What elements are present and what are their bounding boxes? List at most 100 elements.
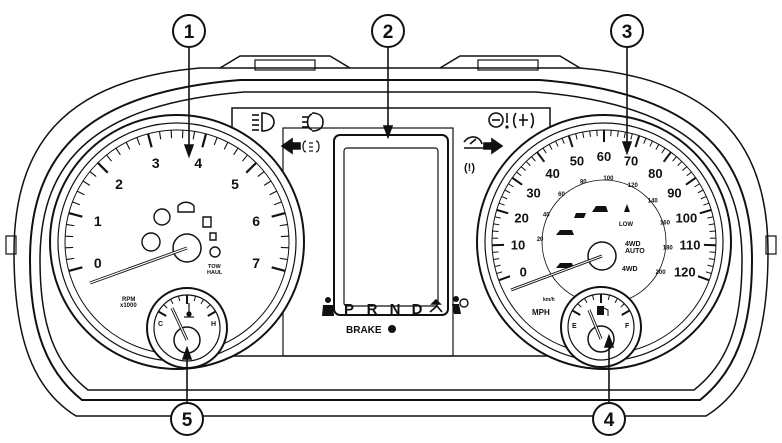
speedometer-minor-tick	[496, 271, 503, 274]
speedometer-mph-label: 90	[667, 186, 681, 201]
speedometer-major-tick	[662, 151, 672, 163]
4wd-auto-label-2: AUTO	[625, 248, 645, 255]
temperature-ticks	[157, 295, 217, 317]
temperature-tick	[177, 295, 181, 302]
tachometer-major-tick	[271, 266, 286, 273]
speedometer-ticks	[492, 130, 716, 282]
tachometer-major-tick	[68, 266, 83, 273]
tachometer-minor-tick	[66, 257, 75, 261]
temperature-tick	[206, 304, 211, 309]
speedometer-kmh-label: 140	[648, 198, 659, 204]
speedometer-minor-tick	[504, 189, 511, 194]
traction-control-icon	[141, 232, 161, 252]
speedometer-minor-tick	[623, 131, 626, 139]
speedometer-minor-tick	[707, 216, 714, 219]
speedometer-minor-tick	[661, 147, 666, 154]
speedometer-minor-tick	[582, 131, 585, 139]
speedometer-minor-tick	[493, 223, 500, 226]
speedometer-major-tick	[496, 208, 509, 215]
4wd-auto-label-1: 4WD	[625, 241, 641, 248]
speedometer-minor-tick	[694, 183, 700, 188]
speedometer-minor-tick	[703, 202, 710, 206]
tachometer-major-tick	[97, 162, 109, 174]
fuel-tick	[577, 303, 582, 308]
wrench-icon	[209, 232, 217, 241]
temp-hot-label: H	[211, 321, 216, 328]
speedometer-minor-tick	[494, 264, 501, 268]
speedometer-major-tick	[511, 176, 523, 186]
speedometer-minor-tick	[708, 258, 715, 261]
4wd-label: 4WD	[622, 266, 638, 273]
temperature-tick	[207, 310, 217, 317]
mph-unit-label: MPH	[532, 308, 550, 317]
speedometer-minor-tick	[677, 161, 683, 167]
speedometer-kmh-label: 180	[663, 246, 674, 252]
tachometer-label: 5	[231, 176, 239, 192]
tachometer-icons	[141, 201, 221, 258]
2wd-truck-icon	[556, 230, 574, 235]
speedometer-minor-tick	[686, 171, 692, 177]
speedometer-kmh-label: 80	[580, 179, 587, 185]
speedometer-mph-label: 110	[679, 238, 700, 253]
temperature-tick	[157, 310, 167, 317]
fuel-tick	[620, 303, 625, 308]
fuel-ticks	[571, 294, 631, 316]
speedometer-mph-label: 50	[570, 153, 584, 168]
tachometer-label: 1	[94, 213, 102, 229]
tachometer-major-tick	[68, 211, 83, 218]
fuel-tick	[614, 298, 618, 304]
door-ajar-icon	[202, 216, 212, 228]
tachometer-label: 4	[194, 155, 202, 171]
tachometer-minor-tick	[273, 201, 282, 206]
brake-label: BRAKE	[346, 325, 382, 336]
tachometer-minor-tick	[115, 147, 121, 156]
speedometer-minor-tick	[501, 195, 508, 200]
tachometer-label: 6	[252, 213, 260, 229]
speedometer-major-tick	[498, 275, 511, 282]
callout-number: 3	[622, 22, 633, 43]
speedometer-minor-tick	[548, 144, 553, 150]
speedometer-minor-tick	[494, 216, 501, 219]
traction-icon	[429, 298, 443, 313]
4wd-high-truck-icon	[592, 206, 608, 212]
speedometer-minor-tick	[655, 144, 660, 150]
tachometer-minor-tick	[89, 171, 97, 177]
fuel-pump-icon	[597, 306, 609, 316]
info-display	[333, 134, 449, 316]
speedometer-minor-tick	[508, 183, 514, 188]
temperature-tick	[200, 299, 204, 305]
speedometer-mph-label: 40	[545, 166, 559, 181]
right-turn-arrow-icon	[483, 137, 504, 155]
left-turn-arrow-icon	[280, 137, 301, 155]
speedometer-mph-label: 10	[511, 238, 525, 253]
rpm-multiplier-label: x1000	[120, 303, 137, 309]
gear-d: D	[412, 301, 423, 318]
speedometer-major-tick	[567, 135, 574, 148]
fuel-full-label: F	[625, 323, 630, 330]
speedometer-minor-tick	[575, 133, 578, 140]
speedometer-minor-tick	[531, 156, 536, 162]
coolant-temp-icon	[184, 303, 194, 318]
brake-lamp-icon	[388, 325, 396, 333]
temperature-tick	[163, 304, 168, 309]
speedometer-minor-tick	[589, 130, 591, 137]
fuel-tick	[591, 294, 595, 301]
speedometer-minor-tick	[700, 195, 707, 200]
tachometer-minor-tick	[257, 171, 265, 177]
speedometer-major-tick	[697, 275, 710, 282]
speedometer-kmh-label: 120	[628, 183, 639, 189]
speedometer-major-tick	[685, 176, 697, 186]
tachometer-label: 3	[152, 155, 160, 171]
gear-p: P	[344, 301, 354, 318]
speedometer-minor-tick	[707, 264, 714, 268]
speedometer-minor-tick	[672, 156, 677, 162]
tow-haul-label-1: TOW	[208, 264, 222, 270]
fuel-tick	[584, 298, 588, 304]
charging-icon	[209, 246, 221, 258]
4wd-low-truck-icon	[566, 213, 586, 218]
